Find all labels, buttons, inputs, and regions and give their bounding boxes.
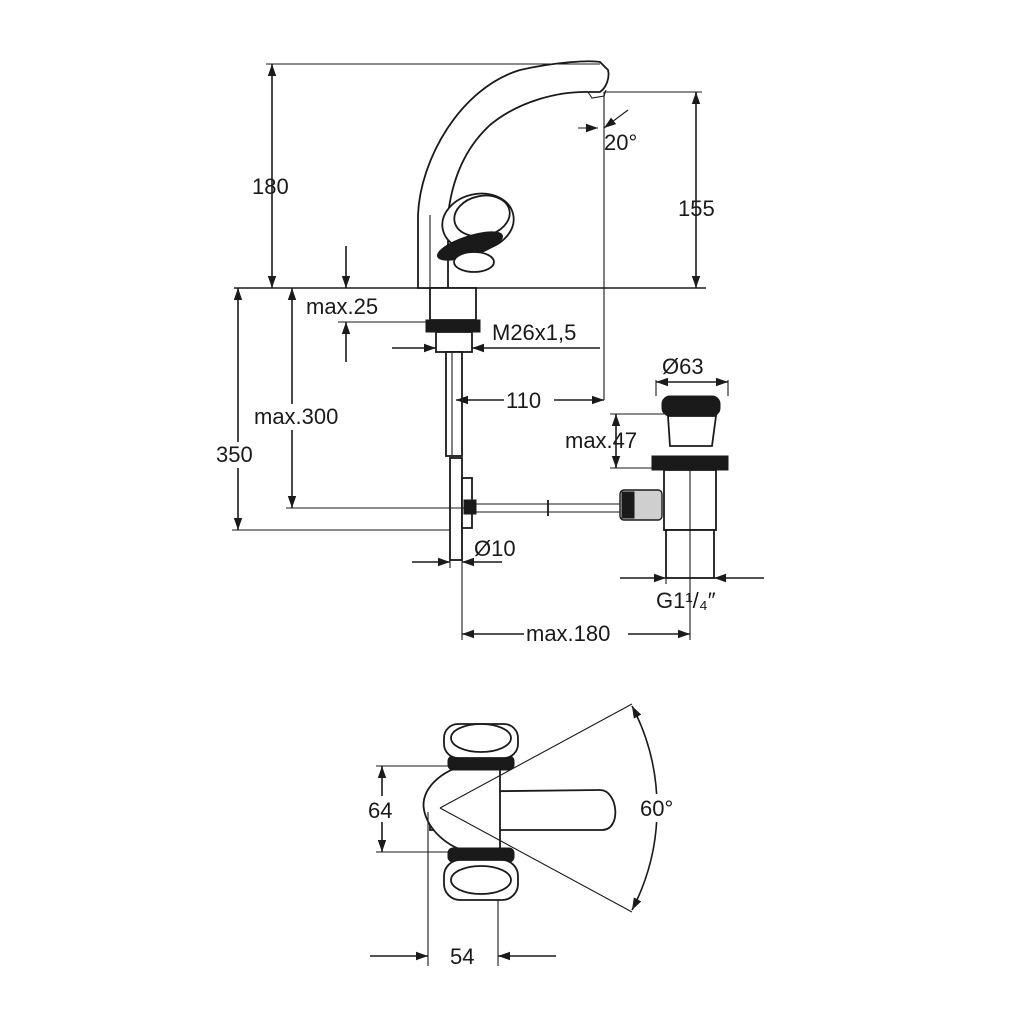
plan-knob-bottom — [443, 847, 519, 901]
dim-60-label: 60° — [640, 796, 673, 821]
dim-64-label: 64 — [368, 798, 392, 823]
dim-54-label: 54 — [450, 944, 474, 969]
washer — [435, 331, 473, 353]
elevation-view: 180 155 20° max.25 M26x1,5 110 Ø63 max.4 — [214, 60, 764, 647]
dim-max25-label: max.25 — [306, 294, 378, 319]
spout — [417, 60, 610, 289]
dim-max300-label: max.300 — [254, 404, 338, 429]
dim-350-label: 350 — [216, 442, 253, 467]
plan-body — [422, 763, 501, 853]
spout-mouth — [587, 89, 607, 99]
dim-155-label: 155 — [678, 196, 715, 221]
waste-fitting — [619, 395, 729, 579]
popup-rod — [449, 457, 463, 561]
dim-max180-label: max.180 — [526, 621, 610, 646]
supply-pipe — [445, 351, 463, 457]
dim-10-label: Ø10 — [474, 536, 516, 561]
dim-g114-label: G1¹/₄″ — [656, 588, 716, 613]
dim-180-label: 180 — [252, 174, 289, 199]
dim-110-label: 110 — [506, 388, 541, 413]
dim-max47-label: max.47 — [565, 428, 637, 453]
plan-view: 60° 64 54 — [366, 703, 686, 969]
dim-20-label: 20° — [604, 130, 637, 155]
plan-knob-top — [443, 723, 519, 771]
dim-63-label: Ø63 — [662, 354, 704, 379]
base-nut — [429, 287, 477, 321]
handle-knob — [437, 192, 515, 273]
dim-thread-label: M26x1,5 — [492, 320, 576, 345]
